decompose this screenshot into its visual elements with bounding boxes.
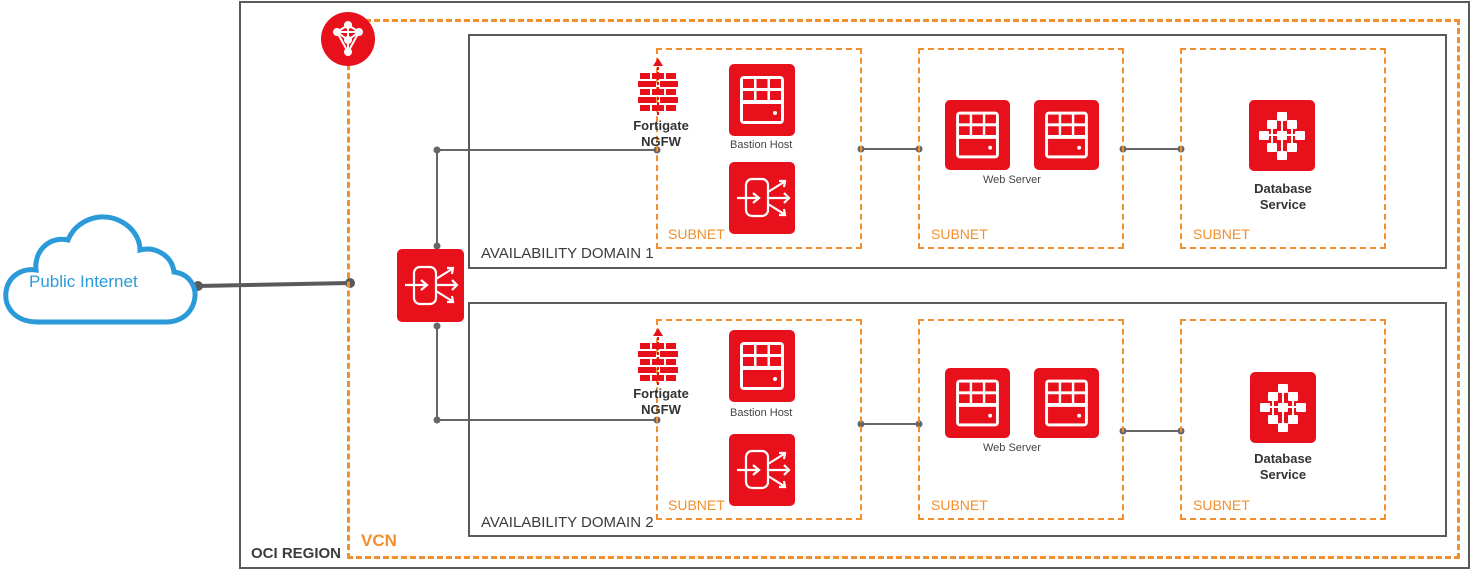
firewall-label: Fortigate NGFW [626,118,696,150]
server-icon [1045,379,1088,427]
bastion-host [729,330,795,402]
load-balancer [729,434,795,506]
server-icon [956,379,999,427]
database-icon [1259,112,1305,160]
server-icon [1045,111,1088,159]
web-server [1034,368,1099,438]
load-balancer-icon [737,449,791,490]
server-icon [956,111,999,159]
availability-domain-2-label: AVAILABILITY DOMAIN 2 [481,514,654,531]
database-service [1249,100,1315,171]
database-label-line2: Service [1259,467,1307,482]
oci-region-label: OCI REGION [251,545,342,562]
subnet-db-1 [1180,48,1386,249]
oci-region [239,1,1470,569]
internet-gateway [397,249,464,322]
web-server-label: Web Server [983,174,1041,186]
database-label-line2: Service [1259,197,1307,212]
subnet-bastion-1 [656,48,862,249]
firewall-icon [638,58,678,116]
public-internet-label: Public Internet [29,272,138,291]
subnet-bastion-2 [656,319,862,520]
bastion-host [729,64,795,136]
server-icon [740,342,784,390]
web-server-label: Web Server [983,442,1041,454]
load-balancer [729,162,795,234]
firewall-label-line2: NGFW [641,402,681,417]
cloud-icon [3,214,198,325]
web-server [945,368,1010,438]
web-server [1034,100,1099,170]
subnet-label: SUBNET [931,226,988,242]
subnet-label: SUBNET [931,497,988,513]
firewall-label-line1: Fortigate [633,386,689,401]
database-label: Database Service [1242,181,1324,213]
firewall-label: Fortigate NGFW [626,386,696,418]
subnet-label: SUBNET [668,497,725,513]
load-balancer-icon [737,177,791,218]
vcn [347,19,1460,559]
availability-domain-2 [468,302,1447,537]
server-icon [740,76,784,124]
database-label-line1: Database [1254,181,1312,196]
database-label-line1: Database [1254,451,1312,466]
subnet-label: SUBNET [1193,497,1250,513]
availability-domain-1 [468,34,1447,269]
firewall-icon [638,328,678,386]
subnet-label: SUBNET [668,226,725,242]
vcn-icon [321,12,375,66]
subnet-db-2 [1180,319,1386,520]
database-icon [1260,384,1306,432]
router-icon [405,265,459,306]
availability-domain-1-label: AVAILABILITY DOMAIN 1 [481,245,654,262]
bastion-host-label: Bastion Host [730,139,793,151]
web-server [945,100,1010,170]
bastion-host-label: Bastion Host [730,407,793,419]
database-service [1250,372,1316,443]
firewall-label-line1: Fortigate [633,118,689,133]
firewall-label-line2: NGFW [641,134,681,149]
vcn-label: VCN [361,531,397,550]
subnet-web-1 [918,48,1124,249]
database-label: Database Service [1242,451,1324,483]
subnet-web-2 [918,319,1124,520]
subnet-label: SUBNET [1193,226,1250,242]
